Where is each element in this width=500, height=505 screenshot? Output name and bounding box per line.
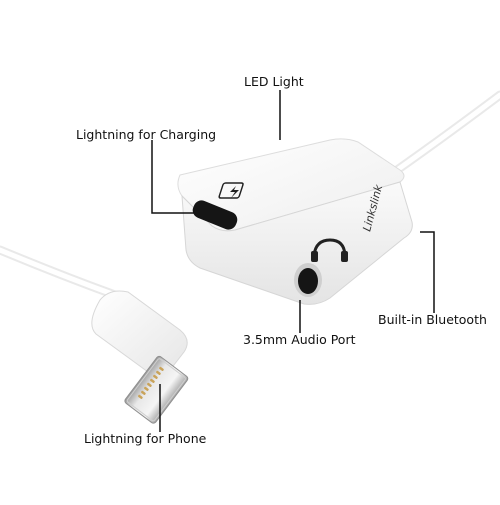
label-audio-port: 3.5mm Audio Port bbox=[243, 332, 356, 347]
label-led-light: LED Light bbox=[244, 74, 304, 89]
label-built-in-bluetooth: Built-in Bluetooth bbox=[378, 312, 487, 327]
callout-lines bbox=[151, 90, 435, 432]
label-lightning-charging: Lightning for Charging bbox=[76, 127, 217, 142]
lightning-connector bbox=[124, 355, 189, 424]
headphones-icon bbox=[311, 238, 348, 262]
callout-bluetooth bbox=[420, 231, 435, 313]
lightning-plug-boot bbox=[91, 290, 188, 376]
adapter-body-front bbox=[181, 181, 413, 305]
label-lightning-phone: Lightning for Phone bbox=[84, 431, 207, 446]
lightning-bolt-icon bbox=[218, 182, 244, 199]
lightning-charging-port bbox=[192, 200, 238, 230]
audio-port bbox=[294, 263, 322, 297]
callout-charging bbox=[151, 140, 194, 214]
